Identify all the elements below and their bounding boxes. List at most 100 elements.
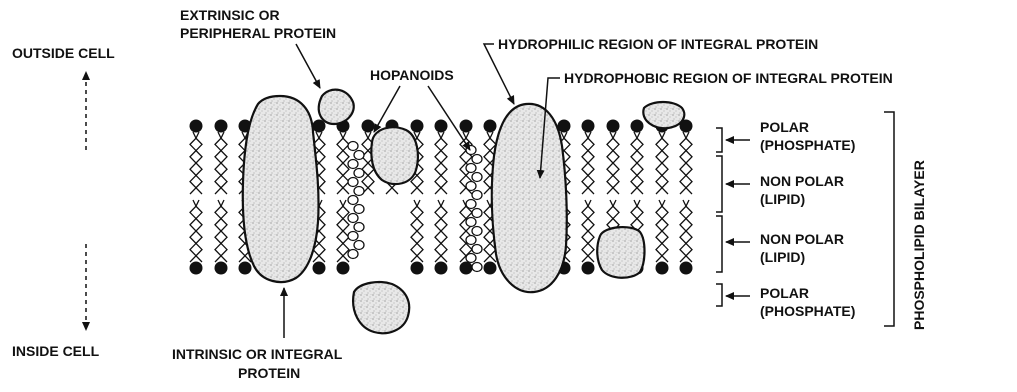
peripheral-protein-top-right [643, 102, 684, 128]
phosphate-head [484, 120, 497, 133]
polar-bottom-label-line2: (PHOSPHATE) [760, 303, 855, 319]
phosphate-head [484, 262, 497, 275]
hydrophilic-label: HYDROPHILIC REGION OF INTEGRAL PROTEIN [498, 36, 818, 52]
hopanoid-bead [348, 232, 358, 241]
phosphate-head [460, 262, 473, 275]
phosphate-head [680, 262, 693, 275]
hopanoid-bead [466, 164, 476, 173]
lipid-tail [686, 200, 692, 262]
lipid-tail [686, 132, 692, 194]
phosphate-head [656, 262, 669, 275]
hopanoid-bead [466, 182, 476, 191]
phosphate-head [215, 120, 228, 133]
hopanoid-bead [466, 200, 476, 209]
bracket-polar-bottom [716, 284, 722, 306]
hopanoid-bead [472, 209, 482, 218]
hopanoids-label: HOPANOIDS [370, 67, 454, 83]
lipid-tail [662, 200, 668, 262]
hopanoid-bead [472, 227, 482, 236]
lipid-tail [196, 200, 202, 262]
phospholipid-bilayer-label: PHOSPHOLIPID BILAYER [911, 160, 927, 330]
hopanoid-bead [472, 173, 482, 182]
lipid-tail [588, 200, 594, 262]
lipid-tail [613, 132, 619, 194]
protein-small-middle [371, 127, 418, 184]
lipid-tail [221, 132, 227, 194]
hopanoid-bead [348, 250, 358, 259]
phosphate-head [582, 120, 595, 133]
lipid-tail [441, 132, 447, 194]
phosphate-head [190, 120, 203, 133]
lipid-tail [417, 200, 423, 262]
lipid-tail [319, 132, 325, 194]
extrinsic-label-line2: PERIPHERAL PROTEIN [180, 25, 336, 41]
hopanoid-bead [348, 196, 358, 205]
lipid-tail [662, 132, 668, 194]
lipid-tail [466, 200, 472, 262]
phosphate-head [582, 262, 595, 275]
leader-lines [86, 44, 750, 338]
integral-protein-right [492, 104, 567, 292]
hopanoid-bead [348, 178, 358, 187]
phosphate-head [215, 262, 228, 275]
intrinsic-label-line2: PROTEIN [238, 365, 300, 381]
lipid-tail [441, 200, 447, 262]
phosphate-head [411, 262, 424, 275]
phosphate-head [313, 262, 326, 275]
lipid-tail [637, 132, 643, 194]
hopanoid-bead [354, 205, 364, 214]
extrinsic-leader [296, 44, 320, 88]
hopanoid-bead [466, 236, 476, 245]
inside-cell-label: INSIDE CELL [12, 343, 100, 359]
phosphate-head [190, 262, 203, 275]
lipid-tail [588, 132, 594, 194]
phosphate-head [362, 120, 375, 133]
polar-bottom-label-line1: POLAR [760, 285, 809, 301]
hopanoid-bead [472, 263, 482, 272]
bracket-bilayer [884, 112, 894, 326]
phosphate-head [239, 262, 252, 275]
intrinsic-label-line1: INTRINSIC OR INTEGRAL [172, 346, 343, 362]
hopanoid-bead [472, 191, 482, 200]
lipid-tail [196, 132, 202, 194]
hydrophilic-leader [484, 44, 514, 104]
extrinsic-label-line1: EXTRINSIC OR [180, 7, 280, 23]
phosphate-head [337, 262, 350, 275]
lipid-tail [319, 200, 325, 262]
hopanoid-bead [472, 155, 482, 164]
peripheral-protein-top [319, 90, 354, 124]
hopanoid-bead [348, 214, 358, 223]
bracket-nonpolar-bottom [716, 216, 722, 272]
hopanoid-bead [472, 245, 482, 254]
hopanoid-bead [354, 187, 364, 196]
protein-small-lower-right [597, 227, 644, 278]
peripheral-protein-bottom [353, 282, 409, 333]
outside-cell-label: OUTSIDE CELL [12, 45, 115, 61]
hopanoid-bead [348, 142, 358, 151]
nonpolar-bottom-label-line1: NON POLAR [760, 231, 844, 247]
phosphate-head [435, 262, 448, 275]
hopanoid-bead [354, 223, 364, 232]
polar-top-label-line2: (PHOSPHATE) [760, 137, 855, 153]
hopanoid-bead [466, 218, 476, 227]
hydrophobic-label: HYDROPHOBIC REGION OF INTEGRAL PROTEIN [564, 70, 893, 86]
hopanoid-bead [466, 254, 476, 263]
hopanoid-bead [348, 160, 358, 169]
bracket-polar-top [716, 128, 722, 152]
phosphate-head [607, 120, 620, 133]
bracket-nonpolar-top [716, 156, 722, 212]
polar-top-label-line1: POLAR [760, 119, 809, 135]
nonpolar-bottom-label-line2: (LIPID) [760, 249, 805, 265]
phosphate-head [460, 120, 473, 133]
hopanoid-bead [354, 241, 364, 250]
nonpolar-top-label-line1: NON POLAR [760, 173, 844, 189]
phosphate-head [631, 120, 644, 133]
phosphate-head [435, 120, 448, 133]
lipid-tail [221, 200, 227, 262]
hopanoid-bead [354, 151, 364, 160]
hopanoid-leader-2 [428, 86, 470, 150]
integral-protein-left [243, 96, 319, 282]
hopanoid-bead [354, 169, 364, 178]
